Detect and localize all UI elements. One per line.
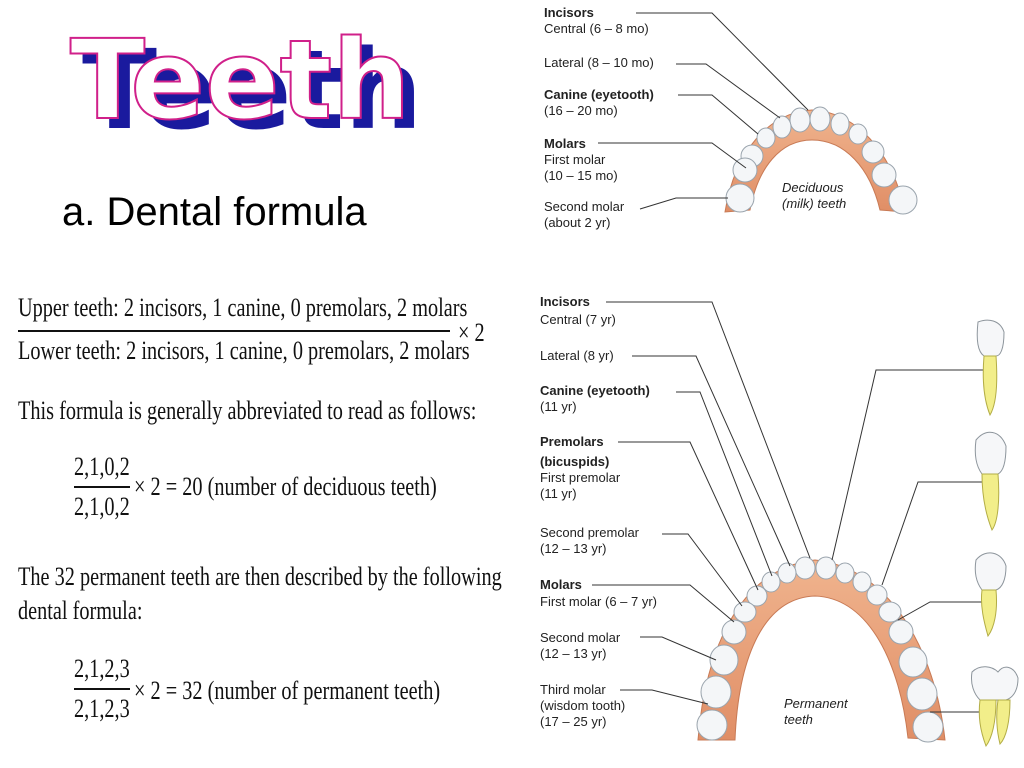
formula-times-two: × 2: [458, 318, 485, 347]
tooth: [794, 556, 816, 580]
tooth: [888, 185, 918, 215]
permanent-text-line-1: The 32 permanent teeth are then describe…: [18, 562, 502, 591]
permanent-result: × 2 = 32 (number of permanent teeth): [134, 676, 441, 705]
deciduous-label-first-molar-age: (10 – 15 mo): [544, 168, 618, 183]
tooth: [888, 619, 914, 645]
title-shadow: Teeth: [82, 26, 423, 140]
deciduous-arch: [598, 12, 918, 215]
permanent-label-wisdom-tooth: (wisdom tooth): [540, 698, 626, 713]
tooth: [866, 584, 888, 606]
incisor-tooth-icon: [976, 319, 1005, 417]
permanent-label-first-molar: First molar (6 – 7 yr): [540, 594, 658, 609]
deciduous-label-second-molar: Second molar: [544, 199, 625, 214]
permanent-label-third-molar-age: (17 – 25 yr): [540, 714, 607, 729]
permanent-fraction-bar: [74, 688, 130, 690]
tooth: [777, 562, 797, 584]
tooth: [852, 571, 872, 593]
tooth: [878, 601, 902, 623]
tooth: [861, 140, 885, 164]
deciduous-label-canine-age: (16 – 20 mo): [544, 103, 618, 118]
permanent-text-line-2: dental formula:: [18, 596, 143, 625]
tooth: [709, 644, 739, 676]
abbrev-text: This formula is generally abbreviated to…: [18, 396, 477, 425]
permanent-arch: [592, 301, 985, 743]
tooth: [756, 127, 776, 149]
tooth: [906, 677, 938, 711]
deciduous-teeth: [725, 106, 918, 215]
subtitle: a. Dental formula: [62, 190, 367, 234]
tooth: [732, 157, 758, 183]
permanent-leader-lines: [592, 301, 985, 713]
permanent-label-second-molar: Second molar: [540, 630, 621, 645]
molar-tooth-icon: [971, 666, 1019, 748]
tooth: [746, 585, 768, 607]
deciduous-label-central: Central (6 – 8 mo): [544, 21, 649, 36]
deciduous-leader-lines: [598, 12, 809, 210]
permanent-label-first-premolar-age: (11 yr): [540, 486, 577, 501]
title-text: Teeth: [70, 16, 411, 140]
permanent-caption-2: teeth: [784, 712, 813, 727]
tooth: [700, 675, 732, 709]
title-wordart: Teeth Teeth: [69, 15, 423, 140]
tooth: [898, 646, 928, 678]
deciduous-label-molars: Molars: [544, 136, 586, 151]
permanent-caption-1: Permanent: [784, 696, 848, 711]
tooth: [912, 711, 944, 743]
deciduous-caption-1: Deciduous: [782, 180, 844, 195]
tooth: [871, 162, 897, 188]
deciduous-fraction-bar: [74, 486, 130, 488]
permanent-label-canine: Canine (eyetooth): [540, 383, 650, 398]
deciduous-numerator: 2,1,0,2: [74, 452, 130, 481]
upper-teeth-line: Upper teeth: 2 incisors, 1 canine, 0 pre…: [18, 293, 468, 322]
permanent-label-first-premolar: First premolar: [540, 470, 621, 485]
premolar-tooth-icon: [974, 552, 1007, 638]
permanent-label-molars: Molars: [540, 577, 582, 592]
tooth: [848, 123, 868, 145]
tooth: [721, 619, 747, 645]
tooth: [830, 112, 850, 136]
deciduous-label-canine: Canine (eyetooth): [544, 87, 654, 102]
tooth: [809, 106, 831, 132]
deciduous-label-lateral: Lateral (8 – 10 mo): [544, 55, 654, 70]
permanent-label-lateral: Lateral (8 yr): [540, 348, 614, 363]
permanent-label-canine-age: (11 yr): [540, 399, 577, 414]
formula-fraction-bar: [18, 330, 450, 332]
tooth: [761, 571, 781, 593]
permanent-label-second-premolar: Second premolar: [540, 525, 639, 540]
deciduous-label-incisors: Incisors: [544, 5, 594, 20]
permanent-label-premolars: Premolars: [540, 434, 604, 449]
deciduous-label-second-molar-age: (about 2 yr): [544, 215, 611, 230]
tooth: [725, 183, 755, 213]
tooth: [772, 115, 792, 139]
canine-tooth-icon: [974, 431, 1007, 532]
tooth: [835, 562, 855, 584]
permanent-teeth: [696, 556, 944, 743]
tooth: [696, 709, 728, 741]
permanent-label-incisors: Incisors: [540, 294, 590, 309]
permanent-numerator: 2,1,2,3: [74, 654, 130, 683]
deciduous-result: × 2 = 20 (number of deciduous teeth): [134, 472, 437, 501]
permanent-label-bicuspids: (bicuspids): [540, 454, 610, 469]
permanent-label-second-premolar-age: (12 – 13 yr): [540, 541, 607, 556]
deciduous-label-first-molar: First molar: [544, 152, 606, 167]
tooth: [815, 556, 837, 580]
tooth: [789, 107, 811, 133]
permanent-denominator: 2,1,2,3: [74, 694, 130, 723]
deciduous-caption-2: (milk) teeth: [782, 196, 847, 211]
permanent-label-central: Central (7 yr): [540, 312, 616, 327]
lower-teeth-line: Lower teeth: 2 incisors, 1 canine, 0 pre…: [18, 336, 470, 365]
permanent-label-third-molar: Third molar: [540, 682, 606, 697]
deciduous-denominator: 2,1,0,2: [74, 492, 130, 521]
individual-teeth: [971, 319, 1019, 748]
permanent-label-second-molar-age: (12 – 13 yr): [540, 646, 607, 661]
tooth: [733, 601, 757, 623]
